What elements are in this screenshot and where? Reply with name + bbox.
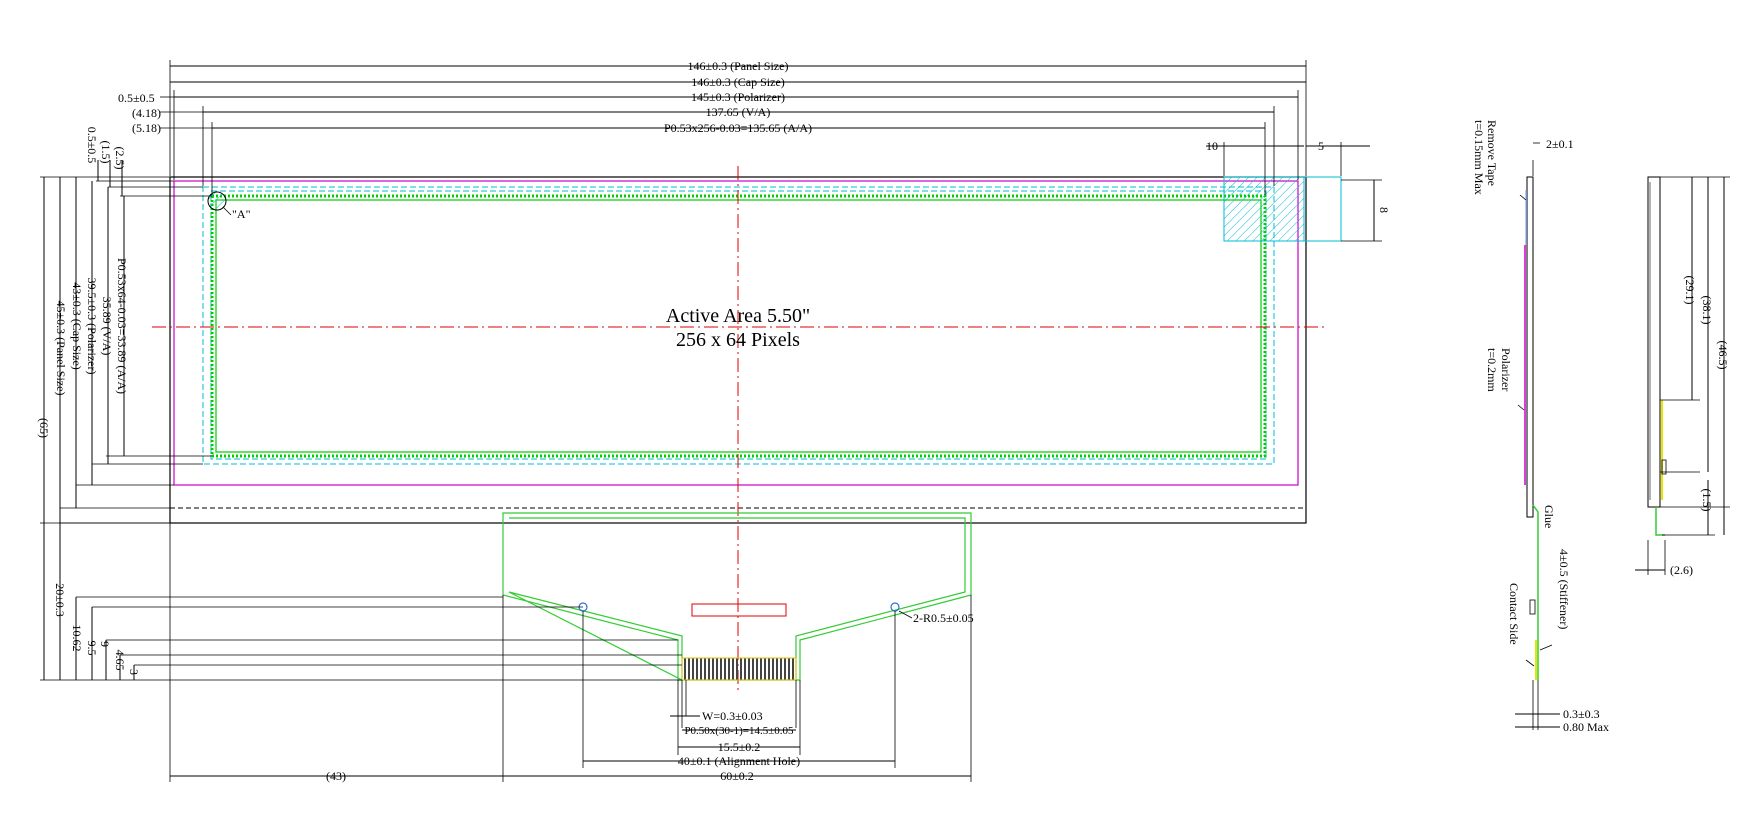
dim-polarizer-width: 145±0.3 (Polarizer) <box>691 90 785 104</box>
glue-label: Glue <box>1542 505 1556 528</box>
thickness-03: 0.3±0.3 <box>1563 707 1600 721</box>
thickness-080: 0.80 Max <box>1563 720 1609 734</box>
side-dim-15: (1.5) <box>1700 489 1714 512</box>
dim-offset-05: 0.5±0.5 <box>118 91 155 105</box>
dim-fpc-465: 4.65 <box>113 650 127 671</box>
dim-fpc-20: 20±0.3 <box>53 583 67 617</box>
polarizer-thickness: t=0.2mm <box>1485 348 1499 392</box>
dim-8: 8 <box>1377 207 1391 213</box>
side-view-2: (29.1) (38.1) (46.5) (1.5) (2.6) <box>1635 176 1730 577</box>
dim-fpc-3: 3 <box>127 669 141 675</box>
dim-10: 10 <box>1206 139 1218 153</box>
remove-tape-thickness: t=0.15mm Max <box>1472 120 1486 195</box>
dim-pin-width: W=0.3±0.03 <box>702 709 763 723</box>
active-area-title: Active Area 5.50" <box>666 305 810 327</box>
hole-radius-label: 2-R0.5±0.05 <box>913 611 974 625</box>
dim-cap-size-height: 43±0.3 (Cap Size) <box>70 282 84 370</box>
dim-aa-height: P0.53x64-0.03=33.89 (A/A) <box>115 258 129 394</box>
remove-tape-label: Remove Tape <box>1485 120 1499 186</box>
dim-fpc-9: 9 <box>98 641 112 647</box>
dim-pin-pitch: P0.50x(30-1)=14.5±0.05 <box>684 725 794 737</box>
contact-side-label: Contact Side <box>1507 583 1521 645</box>
dim-fpc-1062: 10.62 <box>70 625 84 652</box>
bottom-dimensions: W=0.3±0.03 P0.50x(30-1)=14.5±0.05 15.5±0… <box>169 523 972 783</box>
dim-alignment-hole: 40±0.1 (Alignment Hole) <box>678 754 800 768</box>
dim-panel-size-width: 146±0.3 (Panel Size) <box>688 59 789 73</box>
dim-va-height: 35.89 (V/A) <box>100 297 114 356</box>
stiffener-label: 4±0.5 (Stiffener) <box>1557 549 1571 629</box>
fpc-inner <box>508 517 966 681</box>
active-area-pixels: 256 x 64 Pixels <box>676 329 800 351</box>
dim-v-25: (2.5) <box>113 147 127 170</box>
fpc-stiffener-slot <box>691 603 787 617</box>
hatched-corner <box>1223 176 1305 242</box>
tape-thickness: 2±0.1 <box>1546 137 1574 151</box>
detail-a-label: "A" <box>232 207 251 221</box>
fpc-contact-pins <box>681 657 797 681</box>
side-dim-381: (38.1) <box>1700 296 1714 325</box>
dim-polarizer-height: 39.5±0.3 (Polarizer) <box>85 278 99 375</box>
dim-cap-size-width: 146±0.3 (Cap Size) <box>691 75 785 89</box>
dim-offset-418: (4.18) <box>132 106 161 120</box>
dim-offset-518: (5.18) <box>132 121 161 135</box>
active-area <box>210 194 1267 458</box>
dim-fpc-95: 9.5 <box>85 641 99 656</box>
dim-v-15: (1.5) <box>99 141 113 164</box>
dim-total-height: (65) <box>37 418 51 438</box>
side-dim-26: (2.6) <box>1670 563 1693 577</box>
dim-offset-43: (43) <box>326 769 346 783</box>
top-dimensions: 146±0.3 (Panel Size) 146±0.3 (Cap Size) … <box>118 59 1391 242</box>
dim-panel-size-height: 45±0.3 (Panel Size) <box>54 301 68 396</box>
polarizer-outline <box>173 180 1299 486</box>
side-dim-291: (29.1) <box>1683 276 1697 305</box>
front-view: "A" Active Area 5.50" 256 x 64 Pixels 2-… <box>152 166 1342 690</box>
left-dimensions: 0.5±0.5 (1.5) (2.5) P0.53x64-0.03=33.89 … <box>37 127 682 681</box>
side-dim-465: (46.5) <box>1716 341 1730 370</box>
side2-panel-body <box>1647 176 1661 508</box>
dim-fpc-total: 60±0.2 <box>720 769 754 783</box>
dim-aa-width: P0.53x256-0.03=135.65 (A/A) <box>664 121 812 135</box>
dim-v-05: 0.5±0.5 <box>85 127 99 164</box>
detail-a-circle <box>207 191 227 211</box>
dim-va-width: 137.65 (V/A) <box>706 105 771 119</box>
polarizer-label: Polarizer <box>1499 348 1513 391</box>
side-panel-body <box>1526 176 1534 518</box>
dim-5: 5 <box>1318 139 1324 153</box>
corner-box <box>1303 176 1342 242</box>
dim-fpc-width: 15.5±0.2 <box>718 740 761 754</box>
side-view-1: 2±0.1 Remove Tape t=0.15mm Max Polarizer… <box>1472 120 1609 734</box>
